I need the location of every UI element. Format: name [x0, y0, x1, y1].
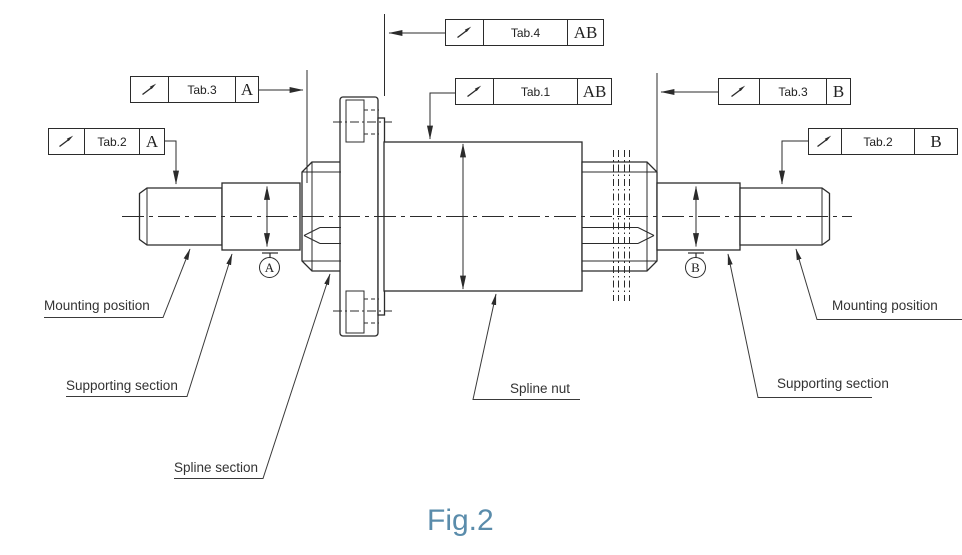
tolerance-ref: Tab.1: [493, 79, 578, 104]
label-mounting-position-right: Mounting position: [832, 298, 938, 313]
circular-runout-icon: [456, 79, 493, 104]
dimension-lines: [263, 143, 700, 290]
datum-ref: AB: [573, 23, 598, 42]
callout-tab2-left: Tab.2 A: [48, 128, 165, 155]
figure-caption: Fig.2: [427, 504, 494, 537]
tolerance-ref: Tab.2: [841, 129, 915, 154]
circular-runout-icon: [719, 79, 759, 104]
label-supporting-section-right: Supporting section: [777, 376, 889, 391]
label-leaders: [44, 248, 962, 479]
datum-ref: A: [240, 80, 254, 99]
datum-balloon-b: B: [685, 257, 706, 278]
extension-lines: [306, 14, 658, 183]
label-supporting-section-left: Supporting section: [66, 378, 178, 393]
tolerance-ref: Tab.4: [483, 20, 568, 45]
phantom-lines: [613, 150, 630, 301]
datum-ref: AB: [582, 82, 607, 101]
tolerance-ref: Tab.3: [759, 79, 827, 104]
label-spline-nut: Spline nut: [510, 381, 571, 396]
datum-balloon-a: A: [259, 257, 280, 278]
circular-runout-icon: [446, 20, 483, 45]
circular-runout-icon: [49, 129, 84, 154]
datum-ref: B: [832, 82, 845, 101]
tolerance-ref: Tab.3: [168, 77, 236, 102]
callout-tab4: Tab.4 AB: [445, 19, 604, 46]
label-spline-section: Spline section: [174, 460, 259, 475]
circular-runout-icon: [131, 77, 168, 102]
label-mounting-position-left: Mounting position: [44, 298, 150, 313]
flange-bolt-holes: [333, 99, 392, 334]
datum-ref: A: [145, 132, 159, 151]
detail-lines: [146, 162, 823, 271]
datum-ref: B: [930, 132, 942, 151]
tolerance-ref: Tab.2: [84, 129, 140, 154]
callout-tab3-right: Tab.3 B: [718, 78, 851, 105]
callout-tab2-right: Tab.2 B: [808, 128, 958, 155]
callout-tab1: Tab.1 AB: [455, 78, 612, 105]
circular-runout-icon: [809, 129, 841, 154]
callout-tab3-left: Tab.3 A: [130, 76, 259, 103]
callout-leaders: [165, 29, 808, 185]
